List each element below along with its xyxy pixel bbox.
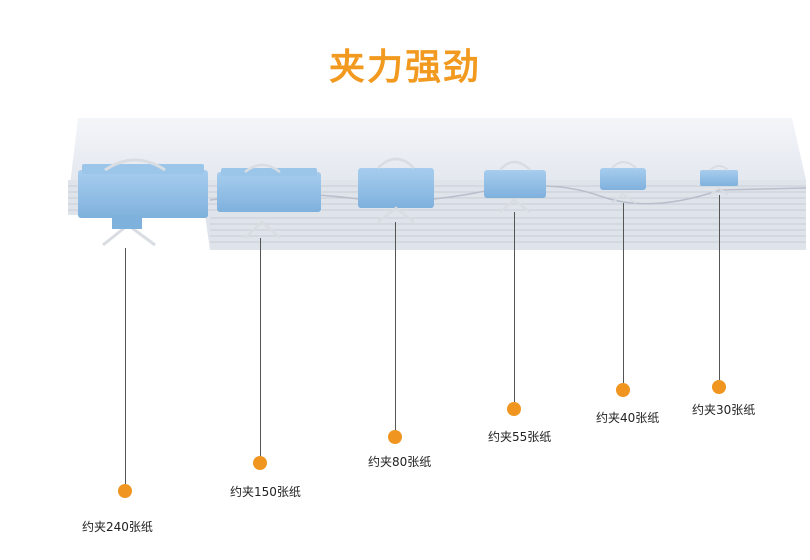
callout-label-150: 约夹150张纸	[230, 485, 301, 499]
callout-label-40: 约夹40张纸	[596, 411, 660, 425]
headline-title: 夹力强劲	[328, 47, 481, 88]
binder-clip-150	[217, 163, 321, 239]
binder-clip-80	[358, 157, 434, 223]
callout-line-55	[514, 212, 515, 402]
callout-label-240: 约夹240张纸	[82, 520, 153, 534]
callout-line-80	[395, 222, 396, 430]
callout-line-40	[623, 203, 624, 383]
callout-line-240	[125, 248, 126, 486]
callout-dot-55	[507, 402, 521, 416]
callout-dot-40	[616, 383, 630, 397]
callout-label-55: 约夹55张纸	[488, 430, 552, 444]
callout-label-80: 约夹80张纸	[368, 455, 432, 469]
callout-dot-80	[388, 430, 402, 444]
callout-label-30: 约夹30张纸	[692, 403, 756, 417]
callout-line-30	[719, 195, 720, 380]
binder-clip-30	[700, 165, 738, 196]
binder-clip-40	[600, 161, 646, 204]
binder-clip-240	[78, 158, 208, 247]
callout-dot-240	[118, 484, 132, 498]
callout-dot-30	[712, 380, 726, 394]
binder-clip-55	[484, 160, 546, 213]
callout-line-150	[260, 238, 261, 456]
callout-dot-150	[253, 456, 267, 470]
